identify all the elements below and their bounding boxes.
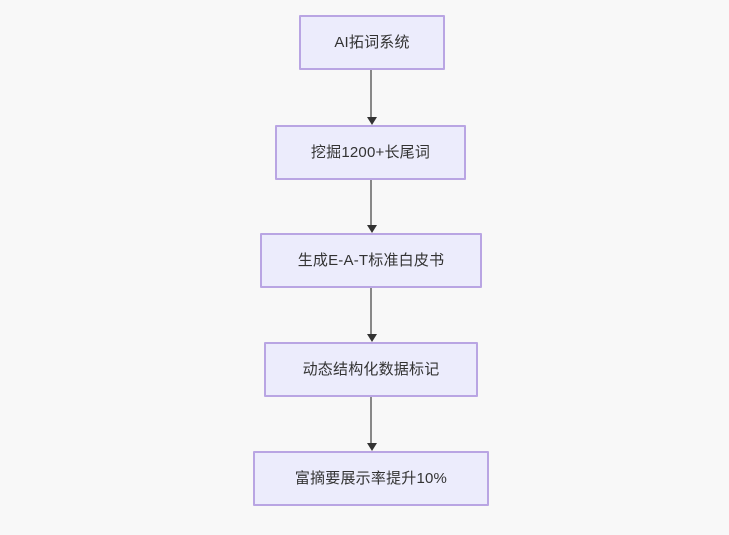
arrow-head-icon — [367, 117, 377, 125]
edge-line — [370, 397, 372, 444]
arrow-head-icon — [367, 334, 377, 342]
edge-line — [370, 180, 372, 226]
flow-node-label: 生成E-A-T标准白皮书 — [297, 251, 445, 269]
flow-node-eat-whitepaper[interactable]: 生成E-A-T标准白皮书 — [260, 233, 482, 288]
flow-node-label: 动态结构化数据标记 — [302, 360, 440, 378]
flow-node-label: 富摘要展示率提升10% — [294, 469, 448, 487]
flow-node-label: AI拓词系统 — [334, 33, 410, 51]
flow-node-label: 挖掘1200+长尾词 — [310, 143, 431, 161]
arrow-head-icon — [367, 443, 377, 451]
arrow-head-icon — [367, 225, 377, 233]
flow-node-longtail-keywords[interactable]: 挖掘1200+长尾词 — [275, 125, 466, 180]
flow-node-rich-snippet-result[interactable]: 富摘要展示率提升10% — [253, 451, 489, 506]
edge-line — [370, 288, 372, 335]
edge-line — [370, 70, 372, 118]
flow-node-ai-keyword-system[interactable]: AI拓词系统 — [299, 15, 445, 70]
flow-node-structured-data-markup[interactable]: 动态结构化数据标记 — [264, 342, 478, 397]
